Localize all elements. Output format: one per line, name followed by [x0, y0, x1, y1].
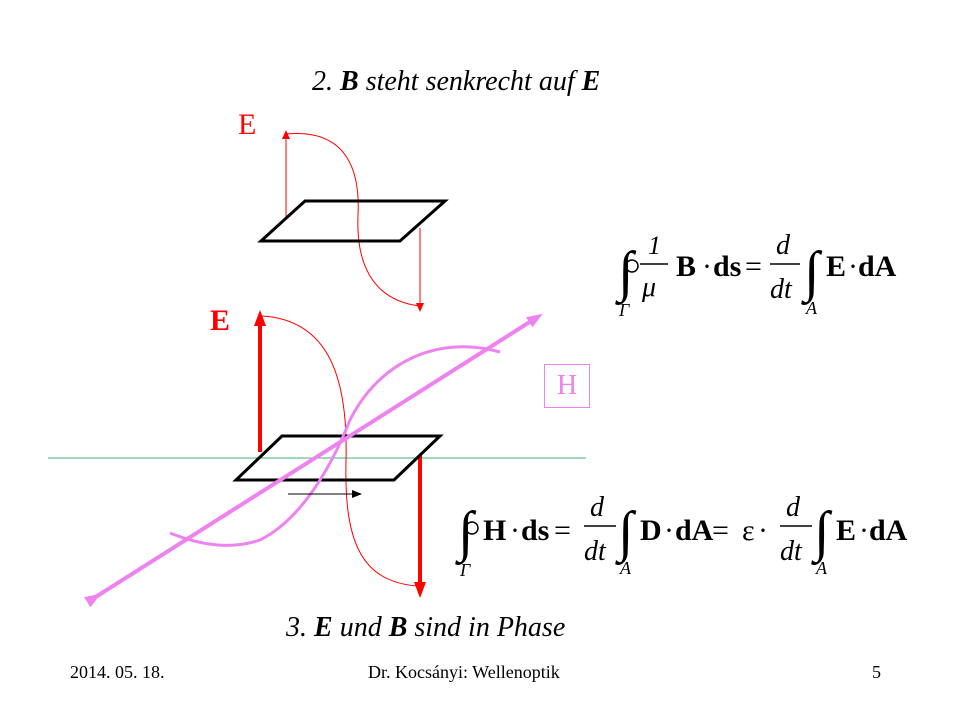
- title-bottom: 3. E und B sind in Phase: [286, 612, 565, 644]
- eq1-contour-circle: [625, 259, 639, 273]
- e-wave-thin: [285, 133, 421, 307]
- eq1-vec-b: B: [676, 250, 696, 283]
- title-bottom-prefix: 3.: [286, 612, 314, 643]
- eq2-vec-d: D: [640, 514, 662, 547]
- eq1-frac-num: 1: [648, 231, 661, 260]
- equation-1: ∫ Γ 1 μ B · ds = d dt ∫ A E · dA: [615, 230, 897, 320]
- h-axis-arrow: [84, 313, 543, 608]
- eq1-sub-gamma: Γ: [618, 300, 630, 320]
- eq1-dot1: ·: [702, 250, 712, 283]
- eq2-da1: dA: [675, 514, 714, 547]
- eq1-d-den: dt: [770, 274, 793, 305]
- eq2-dot1: ·: [510, 514, 520, 547]
- eq1-integral: ∫: [615, 241, 637, 306]
- eq2-dot3: ·: [758, 514, 768, 547]
- eq2-d-num1: d: [590, 492, 605, 523]
- eq2-d-den1: dt: [584, 536, 607, 567]
- h-wave-upper: [169, 345, 501, 547]
- eq2-contour-circle: [465, 521, 479, 535]
- eq2-sub-a2: A: [815, 558, 828, 578]
- top-diagram: [257, 130, 449, 312]
- eq1-da: dA: [858, 250, 897, 283]
- eq2-vec-h: H: [483, 514, 506, 547]
- eq2-integral-mid: ∫: [615, 501, 637, 566]
- title-bottom-bold-e: E: [314, 612, 333, 643]
- eq2-ds: ds: [521, 514, 549, 547]
- eq2-sub-gamma: Γ: [459, 560, 471, 580]
- eq2-equals1: =: [554, 514, 571, 547]
- eq2-sub-a1: A: [619, 558, 632, 578]
- eq2-epsilon: ε: [742, 514, 755, 547]
- footer-author: Dr. Kocsányi: Wellenoptik: [368, 662, 560, 682]
- eq1-vec-e: E: [826, 250, 846, 283]
- eq2-equals2: =: [712, 514, 729, 547]
- top-frame: [257, 199, 449, 243]
- title-top-bold-b: B: [340, 66, 359, 97]
- label-h-box: H: [544, 364, 590, 408]
- label-e-top: E: [238, 108, 256, 141]
- bottom-diagram: [84, 310, 543, 608]
- eq2-d-num2: d: [786, 492, 801, 523]
- eq1-equals: =: [745, 250, 762, 283]
- eq2-da2: dA: [869, 514, 908, 547]
- footer-date: 2014. 05. 18.: [70, 662, 165, 682]
- eq2-vec-e: E: [836, 514, 856, 547]
- eq1-integral-rhs: ∫: [801, 241, 823, 306]
- eq1-ds: ds: [713, 250, 741, 283]
- title-bottom-suffix: sind in Phase: [407, 612, 566, 643]
- title-bottom-bold-b: B: [388, 612, 408, 643]
- eq2-dot4: ·: [859, 514, 869, 547]
- label-e-bottom: E: [210, 304, 230, 337]
- eq1-frac-den: μ: [641, 272, 656, 303]
- eq1-dot2: ·: [848, 250, 858, 283]
- e-wave: [261, 315, 419, 587]
- eq2-integral-rhs: ∫: [811, 501, 833, 566]
- label-h: H: [556, 370, 578, 401]
- title-bottom-middle: und: [332, 612, 389, 643]
- eq2-dot2: ·: [664, 514, 674, 547]
- eq2-d-den2: dt: [780, 536, 803, 567]
- equation-2: ∫ Γ H · ds = d dt ∫ A D · dA = ε · d dt …: [455, 492, 908, 580]
- eq1-sub-a: A: [805, 298, 818, 318]
- title-top-prefix: 2.: [312, 66, 340, 97]
- title-top: 2. B steht senkrecht auf E: [312, 66, 600, 98]
- footer-page-number: 5: [872, 662, 881, 682]
- title-top-bold-e: E: [581, 66, 601, 97]
- eq2-integral: ∫: [455, 501, 477, 566]
- eq1-d-num: d: [776, 230, 791, 261]
- title-top-middle: steht senkrecht auf: [358, 66, 582, 97]
